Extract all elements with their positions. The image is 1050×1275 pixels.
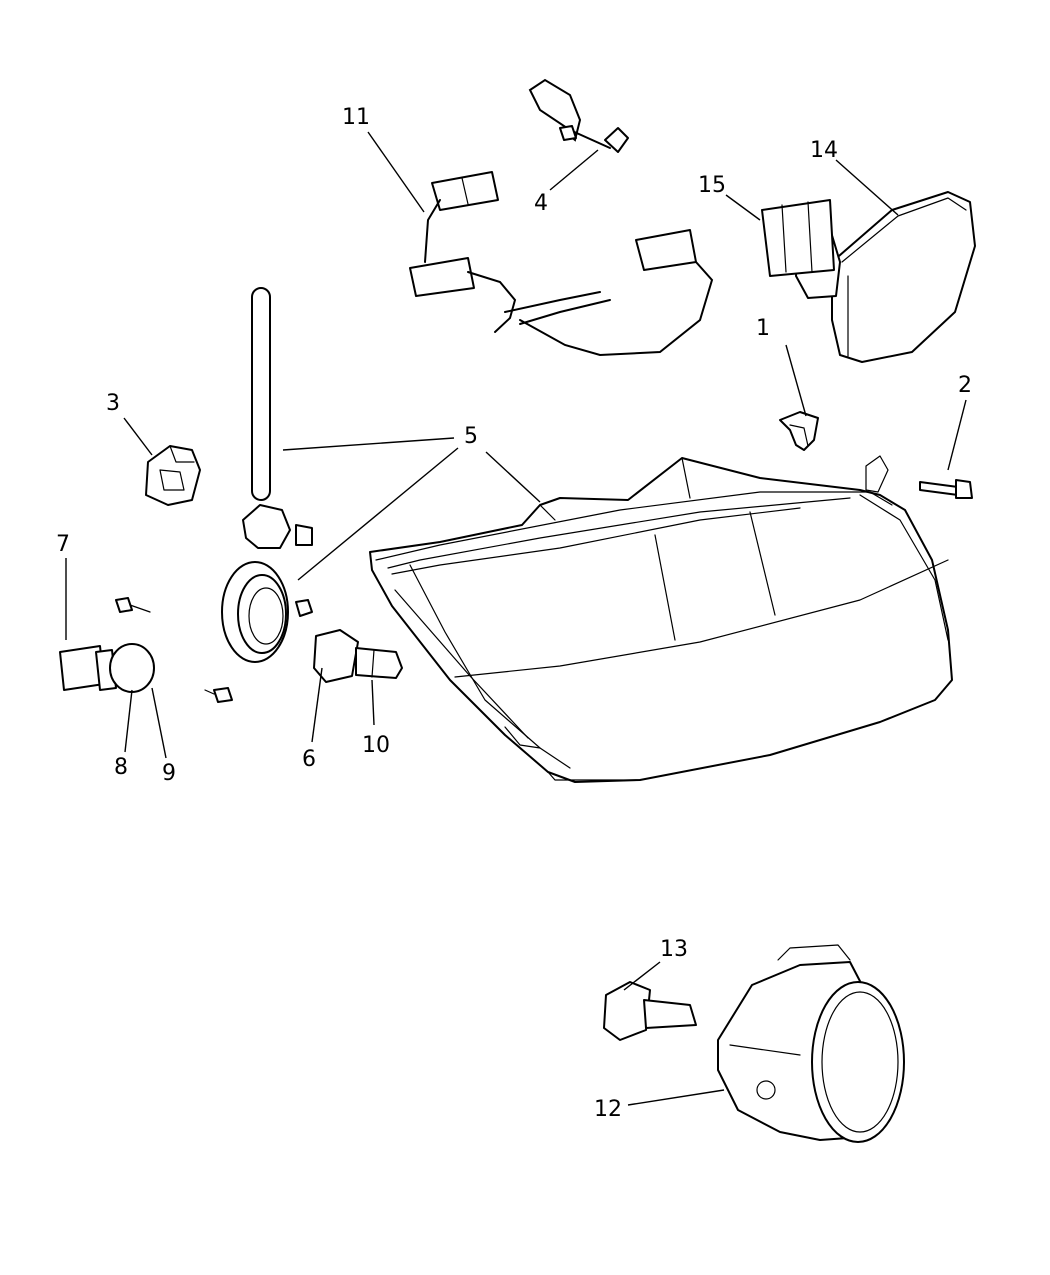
callout-15: 15	[698, 173, 726, 198]
part-3-retainer	[145, 445, 201, 506]
part-7-8-9-bulb-socket	[59, 597, 233, 703]
part-12-13-fog-lamp	[603, 944, 905, 1143]
callout-6: 6	[302, 747, 316, 772]
callout-2: 2	[958, 373, 972, 398]
callout-7: 7	[56, 532, 70, 557]
part-6-10-headlamp-bulb	[313, 629, 403, 683]
part-5-vent-and-seal	[221, 287, 313, 663]
callout-10: 10	[362, 733, 390, 758]
part-14-15-side-marker	[761, 191, 976, 363]
callout-14: 14	[810, 138, 838, 163]
callout-9: 9	[162, 761, 176, 786]
part-11-wiring-harness	[409, 171, 714, 357]
leader-lines	[65, 131, 967, 1106]
part-2-bolt	[919, 479, 973, 499]
headlamp-assembly	[369, 455, 953, 783]
callout-12: 12	[594, 1097, 622, 1122]
part-4-harness	[528, 78, 629, 153]
callout-11: 11	[342, 105, 370, 130]
part-1-clip	[779, 411, 819, 451]
callout-4: 4	[534, 191, 548, 216]
callout-8: 8	[114, 755, 128, 780]
callout-labels: 1 2 3 4 5 6 7 8 9 10 11 12 13 14 15	[56, 105, 972, 1122]
callout-3: 3	[106, 391, 120, 416]
callout-13: 13	[660, 937, 688, 962]
callout-1: 1	[756, 316, 770, 341]
callout-5: 5	[464, 424, 478, 449]
